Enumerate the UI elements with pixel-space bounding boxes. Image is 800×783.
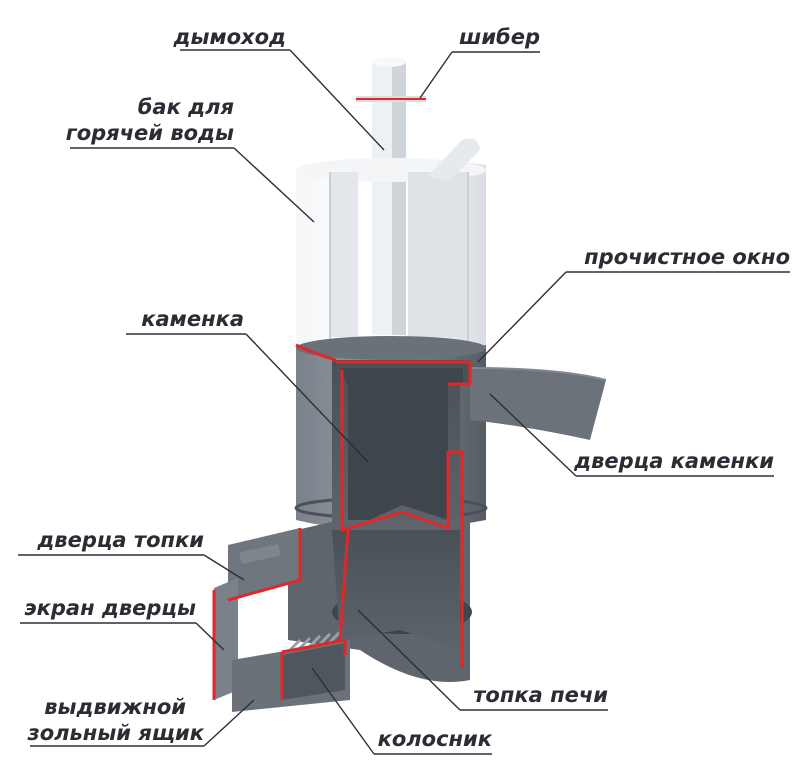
label-vydvizhnoy: выдвижной xyxy=(44,695,186,719)
leader-dvertsa-kamenki-diag xyxy=(489,393,577,477)
leader-kamenka-diag xyxy=(245,333,369,463)
chimney-pipe xyxy=(372,57,406,362)
damper-plate xyxy=(356,96,426,102)
label-kamenka: каменка xyxy=(141,307,244,331)
label-topka-pechi: топка печи xyxy=(473,683,608,707)
label-dymokhod: дымоход xyxy=(173,25,286,49)
leader-prochistnoe-diag xyxy=(477,271,567,363)
label-prochistnoe-okno: прочистное окно xyxy=(584,245,790,269)
leader-lines xyxy=(18,49,790,755)
label-bak-line1: бак для xyxy=(138,95,234,119)
leader-dvertsa-topki-diag xyxy=(203,554,245,581)
leader-kolosnik-diag xyxy=(311,667,375,755)
label-kolosnik: колосник xyxy=(378,727,493,751)
label-ekran-dvertsy: экран дверцы xyxy=(24,596,196,620)
cut-edges xyxy=(212,343,472,700)
label-bak-line2: горячей воды xyxy=(66,121,234,145)
label-zolny-yashchik: зольный ящик xyxy=(27,721,205,745)
stone-chamber-door xyxy=(469,367,607,440)
label-dvertsa-topki: дверца топки xyxy=(36,528,204,552)
leader-ekran-diag xyxy=(195,622,225,651)
ash-drawer xyxy=(232,640,350,712)
leader-shiber-diag xyxy=(419,51,453,99)
label-shiber: шибер xyxy=(459,25,540,49)
leader-dymokhod-diag xyxy=(289,49,385,151)
leader-zolny-diag xyxy=(203,699,255,747)
leader-topka-diag xyxy=(357,609,461,711)
leader-bak-diag xyxy=(233,147,315,223)
stove-body xyxy=(294,336,488,530)
label-dvertsa-kamenki: дверца каменки xyxy=(573,449,774,473)
grate-bars xyxy=(288,630,342,652)
firebox xyxy=(228,520,472,682)
